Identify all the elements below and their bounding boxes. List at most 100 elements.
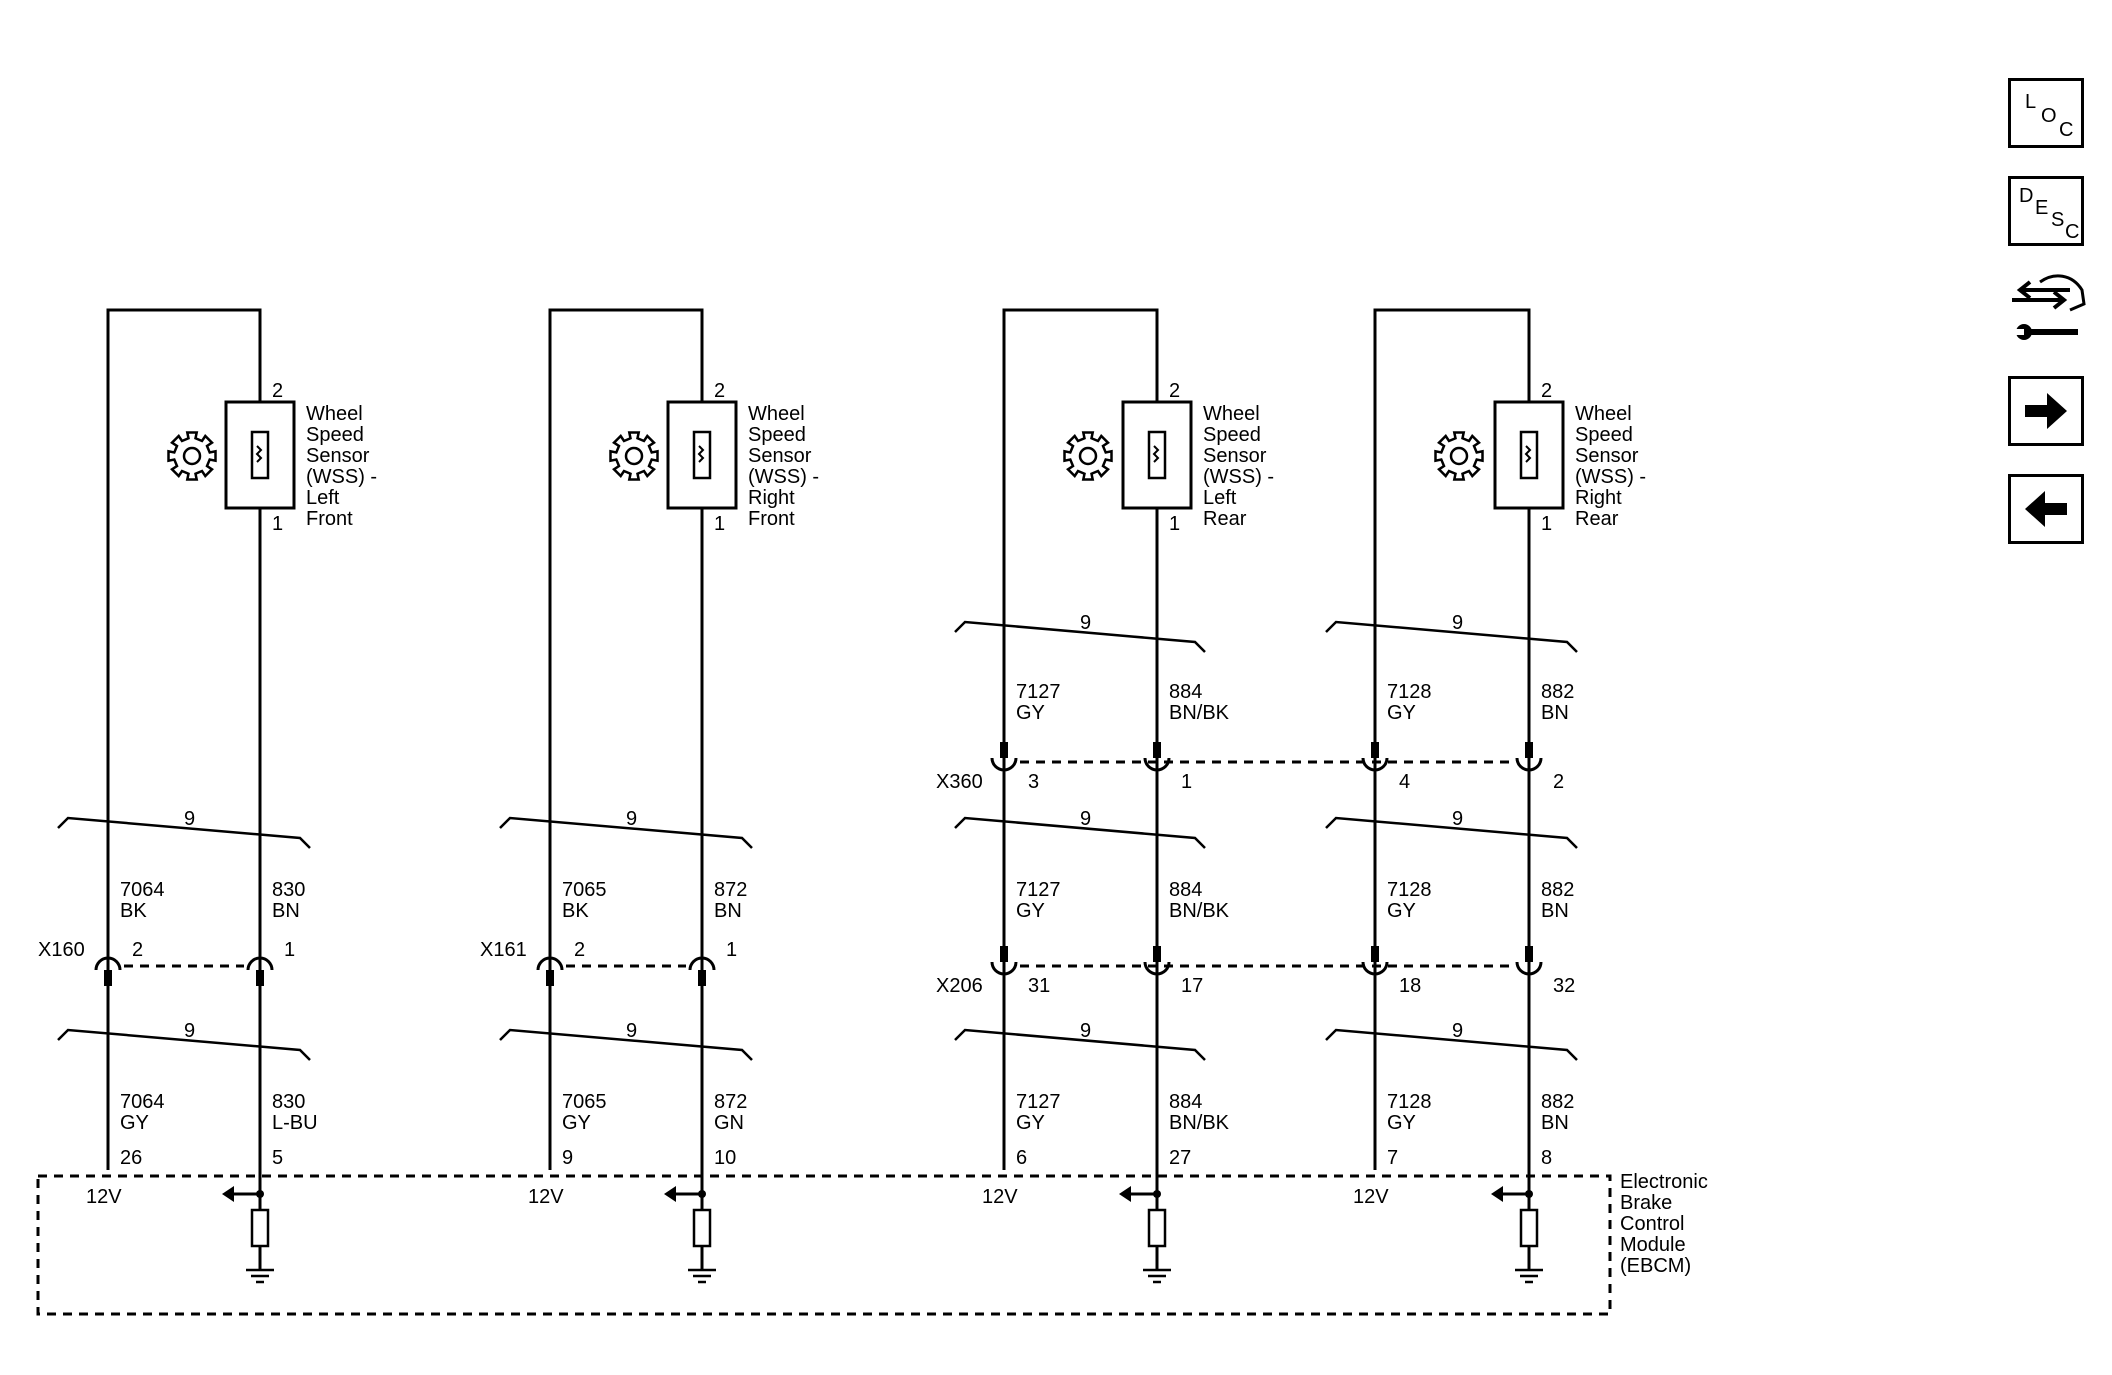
gear-hub — [182, 446, 202, 466]
connector-cup — [1515, 961, 1543, 976]
ebcm-label-line: (EBCM) — [1620, 1255, 1691, 1277]
harness-bundle-label: 9 — [1452, 612, 1463, 634]
wire-color-code: BK — [562, 900, 589, 922]
arrow-left-icon — [2025, 491, 2067, 527]
wire-circuit-number: 884 — [1169, 1091, 1202, 1113]
wire-circuit-number: 7064 — [120, 879, 165, 901]
sensor-label-line: Wheel — [1203, 403, 1260, 425]
connector-cup — [990, 757, 1018, 772]
sensor-label-line: Left — [1203, 487, 1237, 509]
wire-circuit-number: 7065 — [562, 1091, 607, 1113]
wire-circuit-number: 7064 — [120, 1091, 165, 1113]
arrow-left-icon — [1491, 1186, 1503, 1202]
wire-color-code: BN — [272, 900, 300, 922]
ground-icon — [1143, 1256, 1171, 1284]
ground-icon — [246, 1256, 274, 1284]
ebcm-pin-number: 10 — [714, 1147, 736, 1169]
desc-letter-s: S — [2051, 209, 2065, 231]
connector-pin-number: 18 — [1399, 975, 1421, 997]
connector-arch — [246, 956, 274, 971]
connector-cup — [1143, 961, 1171, 976]
ebcm-input-circuit — [222, 1170, 274, 1284]
sensor-housing — [1121, 400, 1193, 510]
wire-color-code: BN/BK — [1169, 900, 1230, 922]
connector-name-x206: X206 — [936, 975, 983, 997]
sensor-coil — [692, 430, 712, 480]
harness-bundle-label: 9 — [184, 808, 195, 830]
wire-circuit-number: 830 — [272, 1091, 305, 1113]
sensor-label-line: Wheel — [306, 403, 363, 425]
connector-end-view-button[interactable] — [2010, 270, 2086, 352]
connector-male-pin — [1153, 946, 1161, 962]
ebcm-12v-label: 12V — [528, 1186, 564, 1208]
connector-male-pin — [256, 970, 264, 986]
sensor-label-line: Sensor — [1203, 445, 1267, 467]
desc-letter-e: E — [2035, 197, 2049, 219]
next-page-button[interactable] — [2008, 376, 2084, 446]
wire-color-code: GY — [1387, 900, 1416, 922]
ebcm-resistor — [1519, 1208, 1539, 1248]
connector-pin-number: 2 — [574, 939, 585, 961]
sensor-label-line: Front — [306, 508, 353, 530]
connector-pin-number: 2 — [132, 939, 143, 961]
connector-x161-cavity — [536, 956, 564, 986]
gear-outline — [167, 431, 217, 481]
sensor-label-line: Speed — [1575, 424, 1633, 446]
connector-arch — [688, 956, 716, 971]
connector-male-pin — [1153, 742, 1161, 758]
ground-icon — [688, 1256, 716, 1284]
sensor-label-line: Speed — [748, 424, 806, 446]
connector-name-x160: X160 — [38, 939, 85, 961]
connector-pin-number: 4 — [1399, 771, 1410, 793]
wire-color-code: GY — [1387, 1112, 1416, 1134]
connector-x160-cavity — [246, 956, 274, 986]
sensor-label-line: (WSS) - — [1575, 466, 1646, 488]
connector-cup — [990, 961, 1018, 976]
ebcm-pin-number: 26 — [120, 1147, 142, 1169]
sensor-pin-top: 2 — [714, 380, 725, 402]
wire-color-code: BN — [714, 900, 742, 922]
connector-pin-number: 32 — [1553, 975, 1575, 997]
sensor-label-line: Sensor — [748, 445, 812, 467]
wire-color-code: BN — [1541, 1112, 1569, 1134]
connector-x206-cavity — [990, 946, 1018, 976]
previous-page-button[interactable] — [2008, 474, 2084, 544]
sensor-label-line: (WSS) - — [1203, 466, 1274, 488]
sensor-coil-winding — [255, 445, 263, 463]
ebcm-pin-number: 5 — [272, 1147, 283, 1169]
wire-color-code: GY — [1016, 900, 1045, 922]
wire-color-code: BN/BK — [1169, 702, 1230, 724]
sensor-label-line: Sensor — [306, 445, 370, 467]
connector-male-pin — [1371, 742, 1379, 758]
gear-outline — [1434, 431, 1484, 481]
connector-male-pin — [1525, 946, 1533, 962]
wire-color-code: BN — [1541, 702, 1569, 724]
ebcm-pin-number: 9 — [562, 1147, 573, 1169]
loc-letter-o: O — [2041, 105, 2057, 127]
location-button[interactable]: L O C — [2008, 78, 2084, 148]
connector-x206-cavity — [1143, 946, 1171, 976]
description-button[interactable]: D E S C — [2008, 176, 2084, 246]
connector-x160-cavity — [94, 956, 122, 986]
connector-cup — [1361, 757, 1389, 772]
ebcm-resistor — [1147, 1208, 1167, 1248]
wire-circuit-number: 7127 — [1016, 879, 1061, 901]
ebcm-input-circuit — [664, 1170, 716, 1284]
ebcm-12v-label: 12V — [86, 1186, 122, 1208]
gear-outline — [1063, 431, 1113, 481]
gear-icon — [609, 431, 659, 481]
ground-icon — [1515, 1256, 1543, 1284]
wire-circuit-number: 7128 — [1387, 879, 1432, 901]
wire-color-code: GY — [562, 1112, 591, 1134]
ebcm-pin-number: 8 — [1541, 1147, 1552, 1169]
ebcm-pin-number: 7 — [1387, 1147, 1398, 1169]
connector-pin-number: 1 — [1181, 771, 1192, 793]
wire-color-code: GY — [1016, 702, 1045, 724]
sensor-label-line: Left — [306, 487, 340, 509]
connector-pin-number: 1 — [726, 939, 737, 961]
sensor-coil — [1147, 430, 1167, 480]
connector-male-pin — [1000, 946, 1008, 962]
